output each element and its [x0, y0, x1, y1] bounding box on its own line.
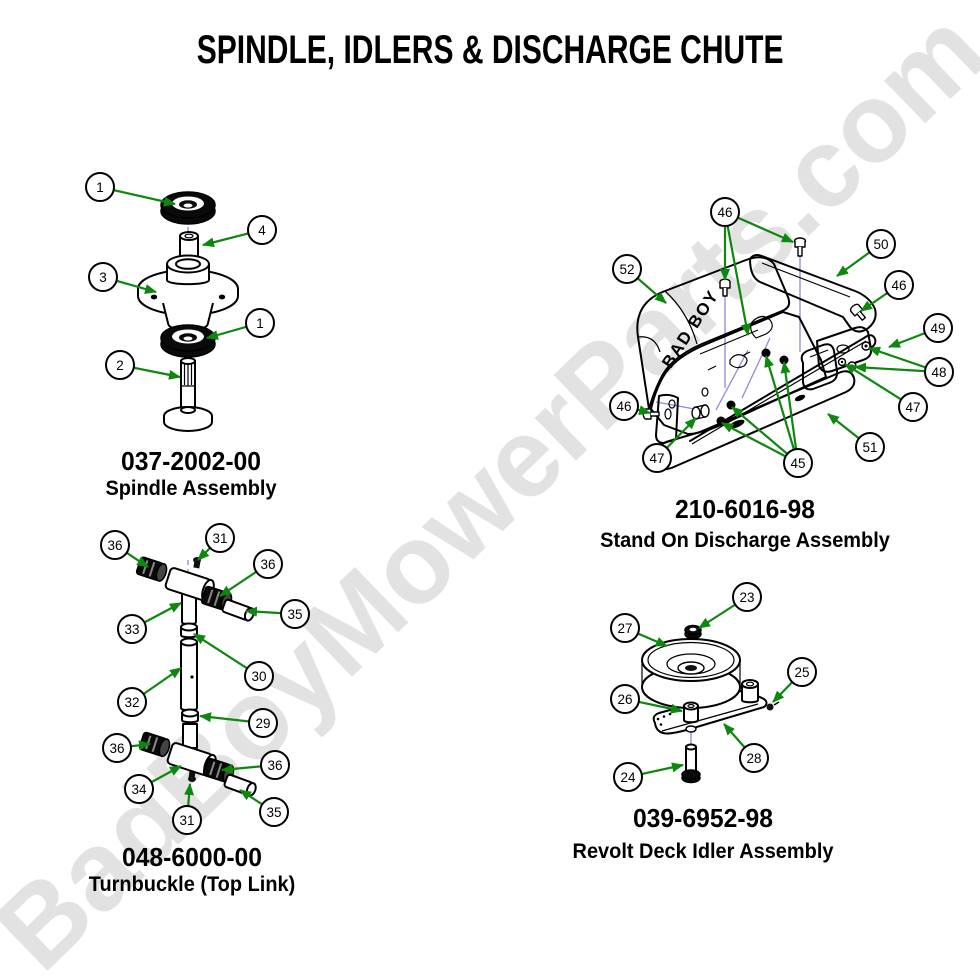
callout-36: 36	[102, 733, 132, 763]
spacer-part	[223, 773, 257, 797]
callout-3: 3	[88, 262, 118, 292]
callout-49: 49	[923, 313, 953, 343]
discharge-assembly-label: 210-6016-98 Stand On Discharge Assembly	[593, 494, 898, 554]
bushing-part	[138, 731, 171, 758]
spindle-housing-part	[137, 254, 239, 332]
callout-4: 4	[247, 215, 277, 245]
callout-27: 27	[610, 613, 640, 643]
deflector-rod-part	[689, 334, 877, 445]
upper-bracket-part	[749, 254, 877, 333]
callout-32: 32	[117, 687, 147, 717]
callout-47: 47	[642, 443, 672, 473]
callout-36: 36	[253, 549, 283, 579]
callout-26: 26	[610, 684, 640, 714]
revolt-idler-label: 039-6952-98 Revolt Deck Idler Assembly	[566, 803, 841, 865]
part-name: Revolt Deck Idler Assembly	[572, 840, 834, 863]
revolt-deck-idler-drawing	[624, 596, 803, 784]
page-title-text: SPINDLE, IDLERS & DISCHARGE CHUTE	[196, 28, 784, 72]
callout-25: 25	[787, 657, 817, 687]
callout-46: 46	[710, 197, 740, 227]
page-title: SPINDLE, IDLERS & DISCHARGE CHUTE	[0, 28, 980, 73]
part-number: 210-6016-98	[674, 494, 816, 524]
callout-36: 36	[100, 530, 130, 560]
part-number: 039-6952-98	[632, 803, 774, 833]
bearing-part-bottom	[160, 324, 216, 358]
bolt-part	[719, 278, 731, 297]
turnbuckle-drawing	[114, 537, 296, 821]
tube-part-long	[180, 637, 198, 712]
idler-pulley-part	[641, 638, 741, 709]
idler-arm-part	[652, 679, 768, 735]
bolt-part	[793, 237, 807, 257]
bearing-part-top	[160, 191, 216, 225]
callout-50: 50	[866, 229, 896, 259]
callout-23: 23	[732, 582, 762, 612]
callout-48: 48	[924, 357, 954, 387]
callout-2: 2	[105, 350, 135, 380]
callout-31: 31	[205, 523, 235, 553]
part-number: 037-2002-00	[120, 446, 262, 476]
tube-part-lower	[182, 723, 198, 749]
callout-36: 36	[260, 750, 290, 780]
nut-parts	[716, 348, 789, 426]
screw-parts	[837, 341, 871, 371]
callout-1: 1	[245, 308, 275, 338]
callout-46: 46	[884, 270, 914, 300]
lower-bar-part	[651, 370, 856, 471]
bushing-part	[135, 556, 168, 582]
callout-35: 35	[280, 599, 310, 629]
callout-29: 29	[248, 708, 278, 738]
callout-51: 51	[855, 432, 885, 462]
bolt-part	[849, 303, 867, 321]
chute-logo-text: BAD BOY	[658, 287, 722, 372]
spindle-shaft-part	[163, 357, 213, 432]
part-name: Turnbuckle (Top Link)	[88, 873, 296, 896]
callout-45: 45	[783, 448, 813, 478]
callout-31: 31	[172, 805, 202, 835]
callout-24: 24	[613, 762, 643, 792]
spindle-assembly-drawing	[99, 185, 263, 432]
callout-30: 30	[244, 661, 274, 691]
spindle-assembly-label: 037-2002-00 Spindle Assembly	[101, 446, 281, 502]
bushing-part	[683, 701, 699, 724]
spacer-part	[691, 404, 710, 420]
construction-lines	[655, 250, 801, 411]
bolt-part	[681, 743, 701, 784]
turnbuckle-label: 048-6000-00 Turnbuckle (Top Link)	[83, 842, 300, 898]
left-foot-bracket-part	[655, 393, 679, 444]
part-name: Spindle Assembly	[105, 477, 277, 500]
screw-part	[766, 701, 780, 711]
callout-35: 35	[259, 797, 289, 827]
part-name: Stand On Discharge Assembly	[600, 529, 890, 552]
callout-52: 52	[612, 254, 642, 284]
callout-28: 28	[739, 743, 769, 773]
callout-46: 46	[609, 391, 639, 421]
nut-part	[684, 624, 702, 640]
part-number: 048-6000-00	[121, 842, 263, 872]
callout-1: 1	[85, 172, 115, 202]
callout-47: 47	[898, 392, 928, 422]
callout-33: 33	[117, 614, 147, 644]
stand-on-discharge-drawing: BAD BOY	[623, 210, 940, 471]
callout-34: 34	[124, 774, 154, 804]
nut-part	[181, 708, 199, 724]
